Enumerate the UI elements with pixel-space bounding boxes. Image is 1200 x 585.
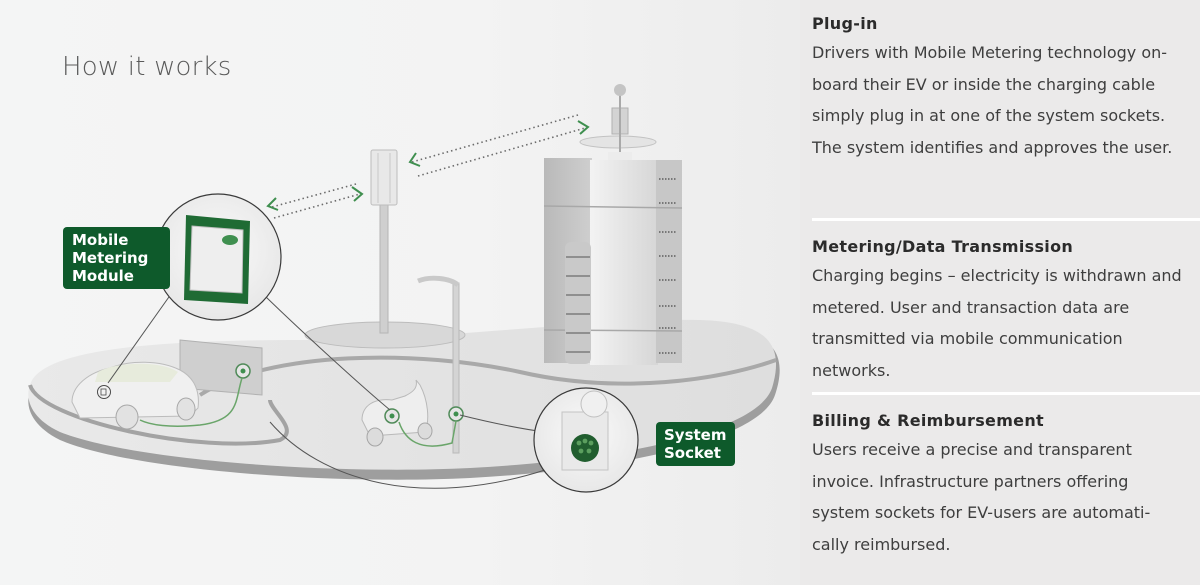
system-socket-label: System Socket <box>656 422 736 466</box>
section-divider <box>812 218 1200 221</box>
step-body: Drivers with Mobile Metering technology … <box>812 43 1173 157</box>
step-billing-reimbursement: Billing & Reimbursement Users receive a … <box>812 410 1200 560</box>
mobile-metering-module-lens <box>154 193 282 321</box>
system-socket-lens <box>533 387 639 493</box>
step-heading: Metering/Data Transmission <box>812 237 1074 256</box>
how-it-works-illustration: How it works Mobile Metering Module Syst… <box>0 0 800 585</box>
office-building <box>543 84 683 365</box>
label-line: Mobile <box>72 231 129 249</box>
step-heading: Plug-in <box>812 14 878 33</box>
step-metering-data-transmission: Metering/Data Transmission Charging begi… <box>812 236 1200 386</box>
cell-tower <box>370 149 398 334</box>
street-lamp-charger <box>417 275 464 454</box>
section-divider <box>812 392 1200 395</box>
steps-panel: Plug-in Drivers with Mobile Metering tec… <box>812 0 1200 585</box>
electric-car <box>71 361 199 430</box>
wall-charger <box>139 339 263 427</box>
step-heading: Billing & Reimbursement <box>812 411 1044 430</box>
data-transmission-arrows <box>271 114 586 219</box>
step-plug-in: Plug-in Drivers with Mobile Metering tec… <box>812 13 1200 163</box>
step-body: Users receive a precise and transparent … <box>812 440 1151 554</box>
page-title: How it works <box>62 52 232 82</box>
label-line: Module <box>72 267 134 285</box>
electric-scooter <box>361 379 457 447</box>
scene-drawing <box>28 84 780 493</box>
arrow-heads <box>266 120 590 211</box>
label-line: Socket <box>664 444 721 462</box>
mobile-metering-module-label: Mobile Metering Module <box>63 227 170 289</box>
label-line: System <box>664 426 727 444</box>
step-body: Charging begins – electricity is withdra… <box>812 266 1182 380</box>
label-line: Metering <box>72 249 149 267</box>
